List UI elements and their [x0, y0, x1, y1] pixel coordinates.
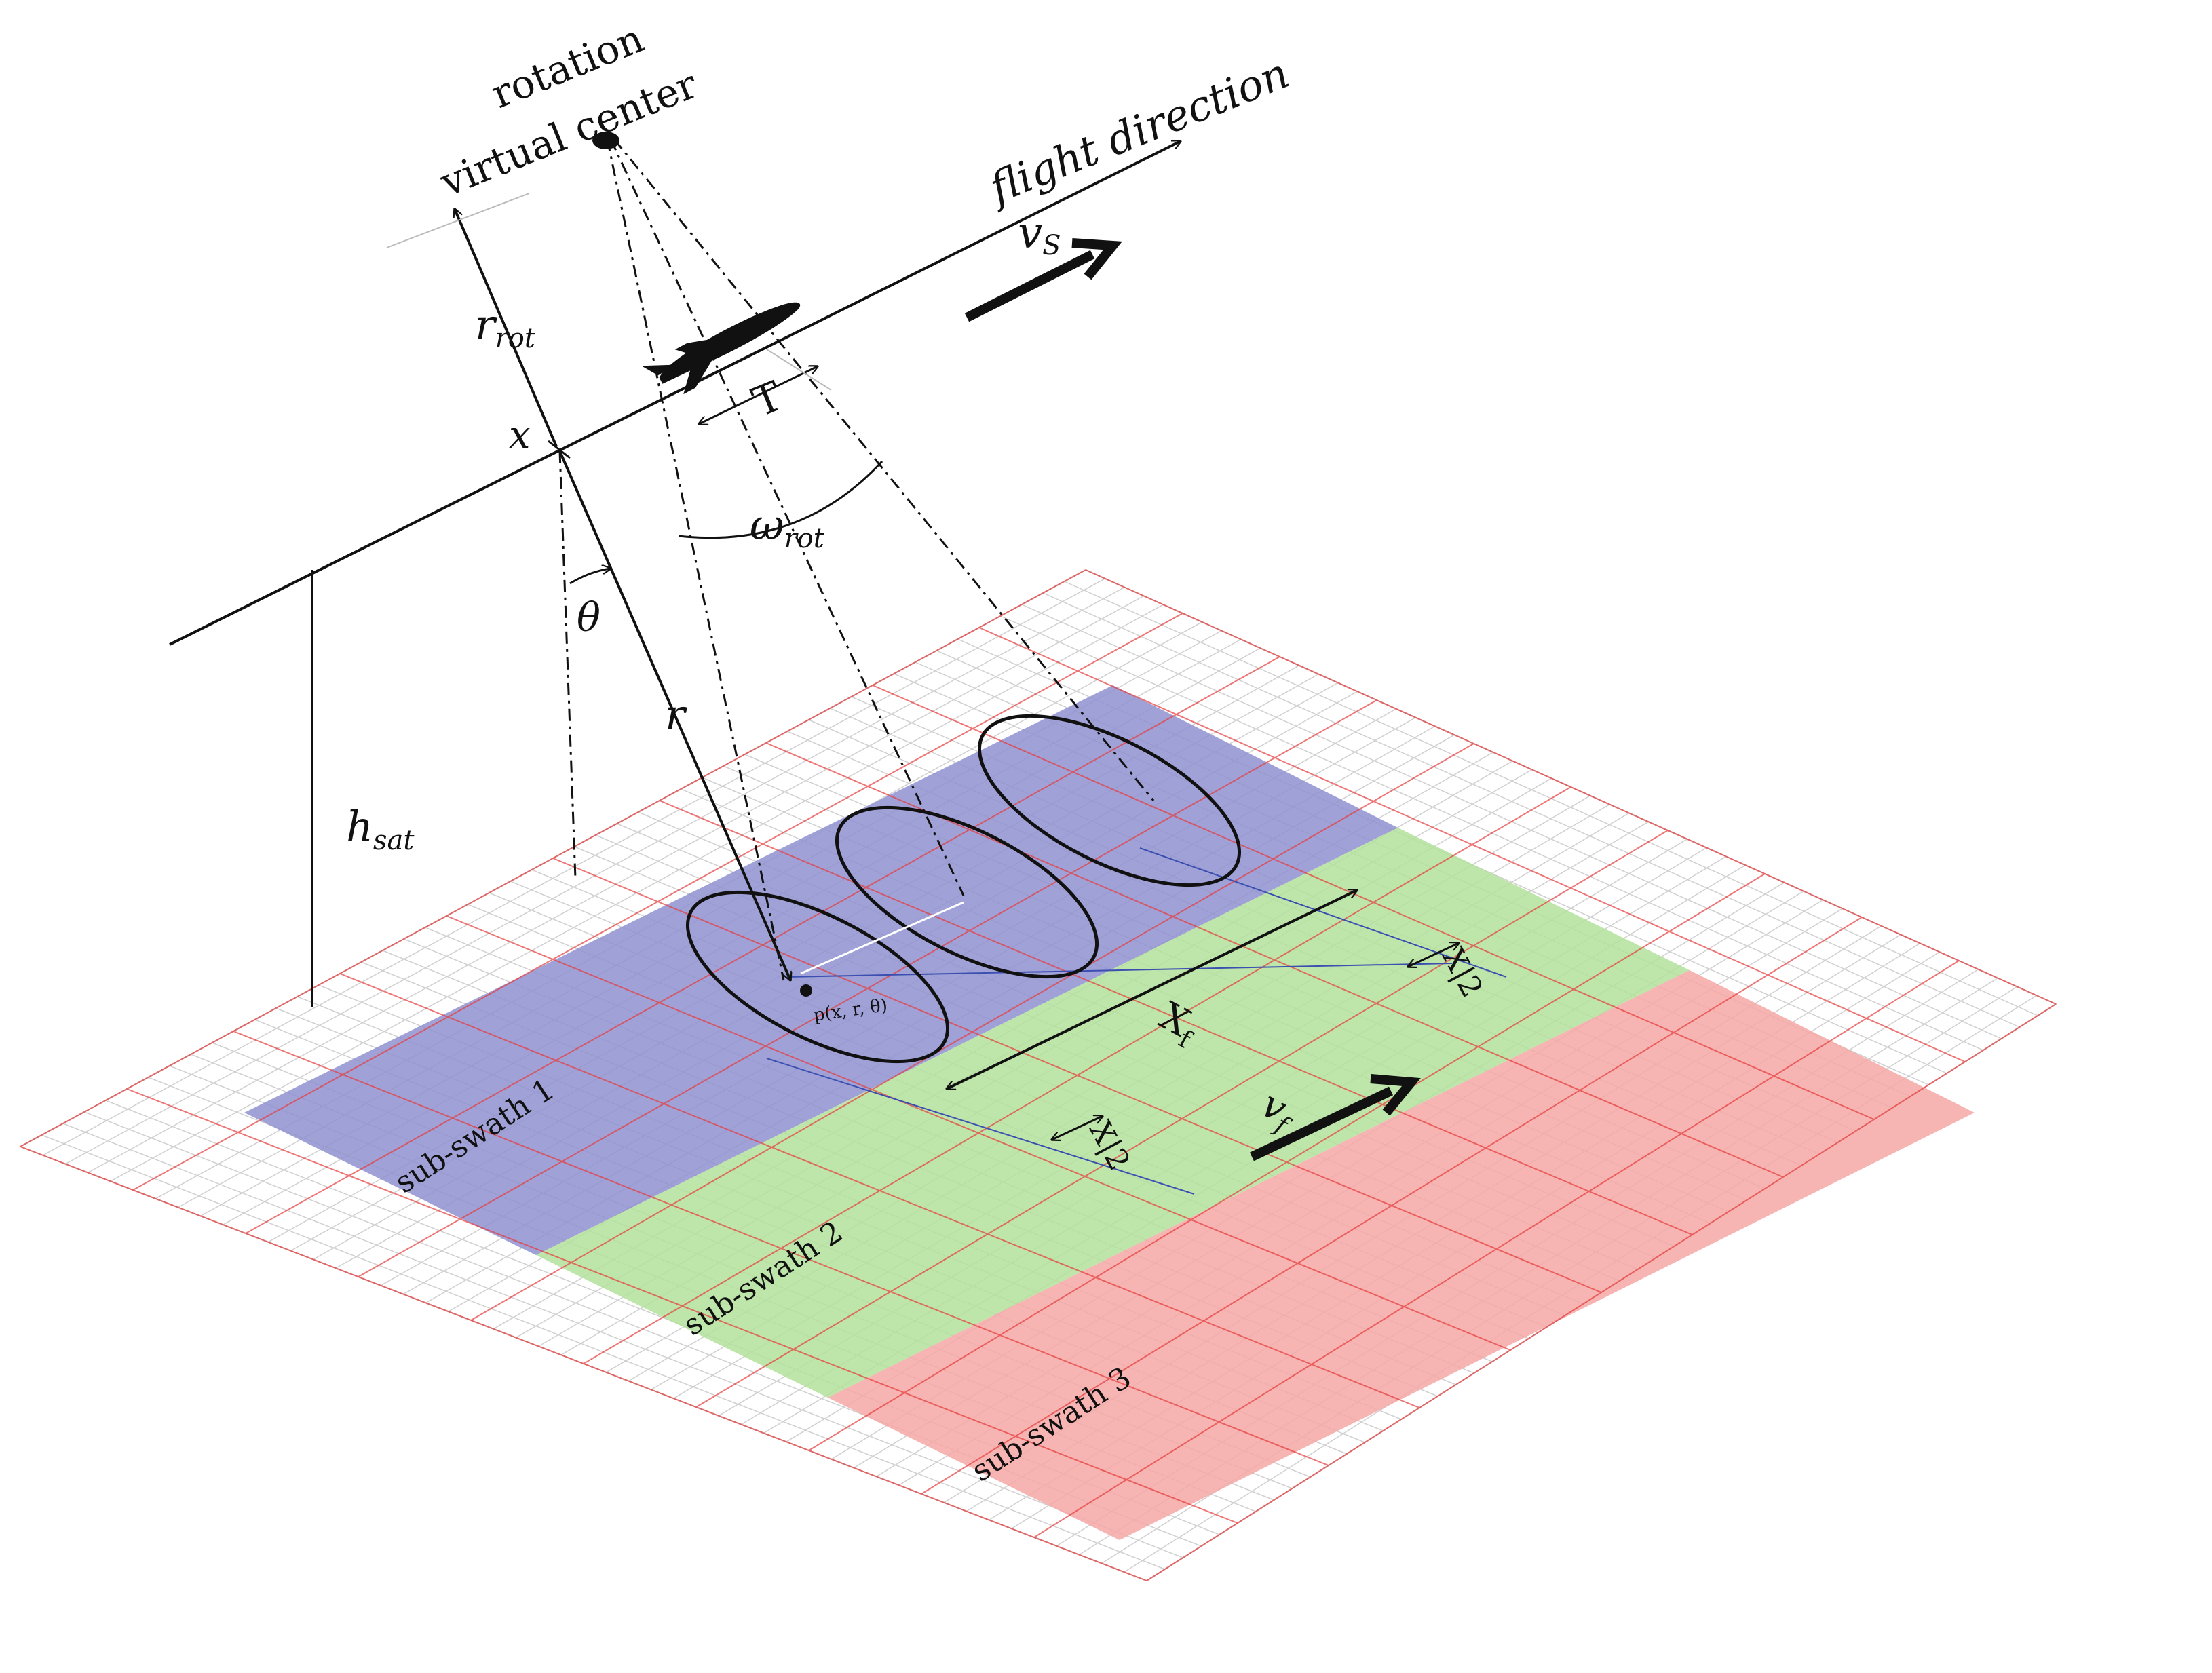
grid-line-major	[695, 830, 1668, 1408]
x-half-bottom-dimension	[1052, 1116, 1103, 1140]
beam-lines	[606, 138, 1155, 981]
r-rot-tick	[386, 193, 530, 248]
omega-rot-arc	[678, 460, 883, 539]
beam-line-2	[609, 138, 965, 896]
T-dimension-ext	[766, 349, 832, 391]
grid-line-major	[233, 1031, 1329, 1466]
T-dimension-line	[699, 366, 818, 424]
guide-line-lower	[766, 1058, 1195, 1195]
vs-label: vS	[1018, 208, 1061, 261]
grid-line-major	[339, 973, 1420, 1408]
r-label: r	[665, 690, 687, 739]
grid-line-major	[921, 917, 1863, 1495]
h-sat-label: hsat	[346, 802, 415, 856]
x-label: x	[509, 413, 531, 457]
grid-line-major	[20, 1146, 1147, 1581]
target-point	[800, 984, 812, 997]
vs-arrowhead	[1071, 238, 1122, 280]
space-shuttle-icon	[641, 302, 801, 395]
vs-arrow	[964, 250, 1095, 322]
subswath-2-area	[536, 828, 1690, 1398]
footprint-3	[977, 714, 1242, 887]
grid-line-major	[1146, 1003, 2057, 1581]
T-label: T	[746, 372, 788, 427]
footprint-center-line	[800, 901, 964, 975]
subswath-3-area	[828, 970, 1975, 1540]
subswath-1-area	[244, 685, 1398, 1255]
Xf-dimension-line	[947, 890, 1357, 1089]
vf-arrowhead	[1370, 1074, 1421, 1116]
omega-rot-label: ωrot	[750, 500, 825, 554]
flight-direction-label: flight direction	[980, 48, 1296, 214]
theta-arc	[569, 569, 611, 585]
grid-line-major	[446, 915, 1511, 1351]
rotation-center-marker	[592, 132, 619, 149]
nadir-line	[558, 450, 577, 879]
x-point-tick	[548, 440, 571, 459]
grid-line-major	[808, 873, 1766, 1451]
r-rot-label: rrot	[475, 300, 536, 354]
grid-line-major	[1033, 960, 1960, 1538]
vf-arrow	[1250, 1086, 1393, 1161]
theta-label: θ	[577, 594, 600, 640]
flight-path-line	[169, 140, 1181, 646]
r-rot-arrow	[455, 209, 558, 447]
x-half-top-dimension	[1408, 943, 1459, 967]
beam-line-1	[606, 138, 785, 981]
grid-line-major	[126, 1088, 1238, 1524]
